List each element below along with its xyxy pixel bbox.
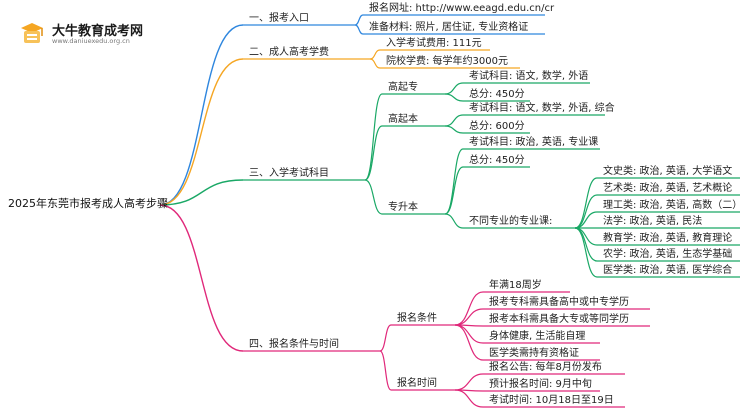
connector (574, 211, 598, 229)
connector (159, 204, 244, 352)
group-item: 总分: 450分 (469, 155, 525, 166)
branch-1-label: 一、报考入口 (249, 13, 309, 24)
connector (379, 350, 392, 391)
time-item: 预计报名时间: 9月中旬 (489, 379, 592, 390)
connector-lines (159, 14, 740, 408)
connector (444, 213, 464, 229)
logo-icon (18, 20, 46, 46)
branch-3-label: 三、入学考试科目 (249, 168, 329, 179)
condition-item: 报考专科需具备高中或中专学历 (489, 297, 629, 308)
connector (369, 49, 381, 60)
major-item: 艺术类: 政治, 英语, 艺术概论 (603, 183, 733, 194)
connector (364, 125, 383, 181)
connector (454, 291, 484, 326)
connector (444, 166, 464, 215)
condition-item: 年满18周岁 (489, 280, 542, 291)
group-item: 考试科目: 政治, 英语, 专业课 (469, 137, 599, 148)
connector (354, 24, 364, 35)
connector (444, 125, 464, 134)
major-item: 理工类: 政治, 英语, 高数（二） (603, 200, 743, 211)
time-item: 报名公告: 每年8月份发布 (489, 362, 602, 373)
group-label: 报名时间 (397, 378, 437, 389)
connector (159, 24, 244, 206)
group-item: 考试科目: 语文, 数学, 外语, 综合 (469, 103, 615, 114)
connector (444, 114, 464, 127)
major-item: 法学: 政治, 英语, 民法 (603, 216, 703, 227)
branch-2-label: 二、成人高考学费 (249, 47, 329, 58)
connector (159, 179, 244, 206)
group-item: 总分: 450分 (469, 89, 525, 100)
major-item: 文史类: 政治, 英语, 大学语文 (603, 166, 733, 177)
connector (369, 58, 381, 69)
connector (354, 14, 364, 26)
connector (379, 324, 392, 352)
connector (364, 93, 383, 181)
connector (444, 93, 464, 102)
major-item: 教育学: 政治, 英语, 教育理论 (603, 233, 733, 244)
time-item: 考试时间: 10月18日至19日 (489, 395, 614, 406)
branch-4-label: 四、报名条件与时间 (249, 339, 339, 350)
connector (574, 227, 598, 278)
branch-1-item: 准备材料: 照片, 居住证, 专业资格证 (369, 22, 529, 33)
sub-group-label: 不同专业的专业课: (469, 216, 553, 227)
connector (444, 82, 464, 95)
major-item: 农学: 政治, 英语, 生态学基础 (603, 249, 733, 260)
connector (364, 179, 383, 215)
group-label: 高起专 (388, 82, 418, 93)
major-item: 医学类: 政治, 英语, 医学综合 (603, 265, 733, 276)
branch-2-item: 院校学费: 每学年约3000元 (386, 56, 508, 67)
condition-item: 医学类需持有资格证 (489, 348, 579, 359)
connector (159, 58, 244, 206)
group-item: 总分: 600分 (469, 121, 525, 132)
connector (454, 324, 484, 361)
connector (444, 148, 464, 215)
logo-subtitle: www.daniuexedu.org.cn (52, 37, 130, 45)
group-label: 专升本 (388, 202, 418, 213)
condition-item: 报考本科需具备大专或等同学历 (489, 314, 629, 325)
group-item: 考试科目: 语文, 数学, 外语 (469, 71, 589, 82)
branch-2-item: 入学考试费用: 111元 (386, 38, 482, 49)
branch-1-item: 报名网址: http://www.eeagd.edu.cn/cr (369, 3, 555, 14)
connector (454, 324, 484, 344)
group-label: 报名条件 (397, 313, 437, 324)
connector (454, 373, 484, 391)
connector (454, 389, 484, 408)
connector (574, 194, 598, 229)
group-label: 高起本 (388, 114, 418, 125)
connector (454, 308, 484, 326)
condition-item: 身体健康, 生活能自理 (489, 331, 586, 342)
root-node: 2025年东莞市报考成人高考步骤 (8, 197, 168, 210)
logo-title: 大牛教育成考网 (52, 24, 144, 39)
